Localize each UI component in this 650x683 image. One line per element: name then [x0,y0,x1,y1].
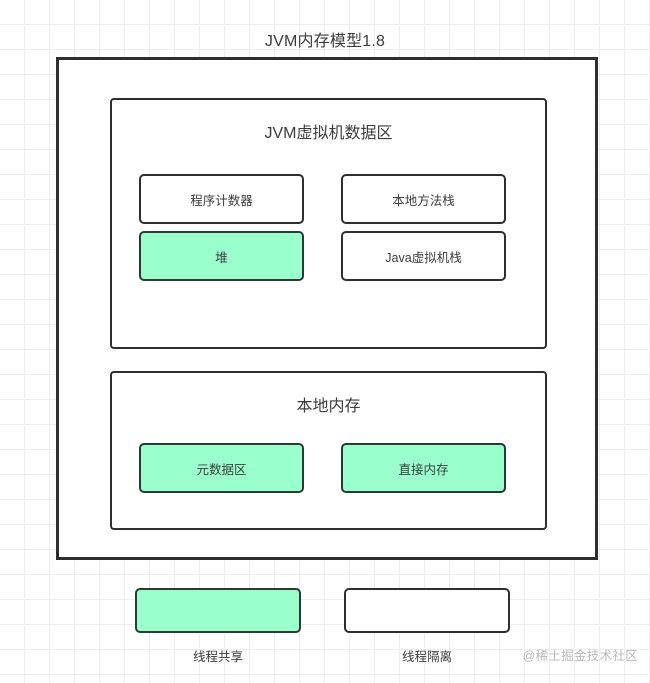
legend-item-thread-isolated: 线程隔离 [344,588,510,665]
region-label: 程序计数器 [190,193,253,208]
watermark: @稀土掘金技术社区 [522,649,638,663]
region-box-direct-memory: 直接内存 [341,443,506,493]
legend-swatch-thread-isolated [344,588,510,633]
region-label: 直接内存 [398,462,449,477]
region-box-metaspace: 元数据区 [139,443,304,493]
section-title-jvm-data-area: JVM虚拟机数据区 [264,125,393,142]
region-box-native-method-stack: 本地方法栈 [341,174,506,224]
legend-swatch-thread-shared [135,588,301,633]
region-box-java-vm-stack: Java虚拟机栈 [341,231,506,281]
legend-item-thread-shared: 线程共享 [135,588,301,665]
region-label: 元数据区 [196,462,247,477]
page-title: JVM内存模型1.8 [264,33,386,50]
legend: 线程共享 线程隔离 [0,588,650,668]
section-jvm-data-area: JVM虚拟机数据区 程序计数器 本地方法栈 堆 Java虚拟机栈 [110,98,547,349]
legend-label-thread-shared: 线程共享 [192,650,243,664]
region-label: 堆 [215,250,228,265]
region-box-heap: 堆 [139,231,304,281]
section-title-native-memory: 本地内存 [296,398,361,415]
jvm-memory-model-container: JVM虚拟机数据区 程序计数器 本地方法栈 堆 Java虚拟机栈 本地内存 元数… [56,57,598,560]
section-native-memory: 本地内存 元数据区 直接内存 [110,371,547,530]
legend-label-thread-isolated: 线程隔离 [401,650,452,664]
region-box-program-counter: 程序计数器 [139,174,304,224]
region-label: Java虚拟机栈 [385,250,462,265]
region-label: 本地方法栈 [392,193,455,208]
